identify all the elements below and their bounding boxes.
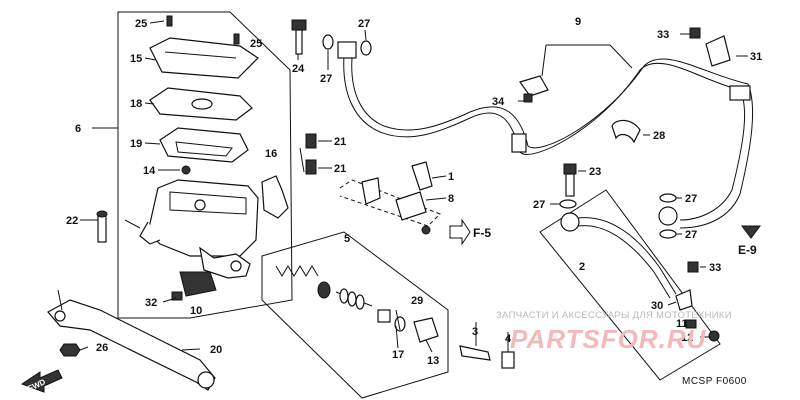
callout-3: 3 — [472, 326, 478, 338]
callout-24: 24 — [292, 63, 305, 75]
joint-4 — [501, 351, 515, 369]
callout-33b: 33 — [709, 262, 721, 274]
clutch-hose — [337, 41, 754, 229]
bracket-8 — [361, 177, 431, 235]
reservoir-cap — [149, 37, 259, 79]
callout-19: 19 — [130, 138, 142, 150]
callout-30: 30 — [651, 300, 663, 312]
holder-16 — [261, 175, 289, 219]
callout-15: 15 — [130, 53, 142, 65]
reference-arrow-e9 — [741, 225, 761, 239]
callout-10: 10 — [190, 305, 202, 317]
clamp-31 — [705, 35, 731, 67]
callout-9: 9 — [575, 16, 581, 28]
callout-18: 18 — [130, 98, 142, 110]
forward-arrow — [20, 369, 63, 393]
clutch-switch — [171, 271, 217, 301]
bolt-21b — [305, 159, 317, 175]
ref-f5: F-5 — [473, 226, 491, 240]
callout-8: 8 — [448, 193, 454, 205]
screw-25a — [166, 15, 173, 27]
callout-23: 23 — [589, 166, 601, 178]
callout-21b: 21 — [334, 163, 346, 175]
callout-27b: 27 — [358, 18, 370, 30]
callout-16: 16 — [265, 148, 277, 160]
bolt-33a — [689, 27, 701, 39]
callout-17: 17 — [392, 349, 404, 361]
bracket-30 — [675, 289, 693, 311]
clamp-34 — [519, 75, 549, 103]
callout-5: 5 — [344, 233, 350, 245]
washer-17 — [377, 309, 391, 323]
callout-4: 4 — [505, 333, 512, 345]
bracket-1 — [395, 161, 433, 221]
nut-26 — [59, 343, 81, 357]
callout-34: 34 — [492, 96, 505, 108]
diaphragm — [159, 127, 249, 163]
group-outline-5 — [261, 231, 449, 399]
watermark-brand: PARTSFOR.RU — [510, 324, 707, 354]
callout-21a: 21 — [334, 136, 346, 148]
callout-27a: 27 — [320, 73, 332, 85]
callout-27e: 27 — [685, 229, 697, 241]
bolt-21a — [299, 133, 317, 173]
callout-28: 28 — [653, 130, 665, 142]
nut-12 — [708, 330, 720, 342]
clip-14 — [181, 165, 191, 175]
callout-33a: 33 — [657, 29, 669, 41]
pivot-bolt-22 — [96, 210, 108, 243]
master-cylinder-body — [139, 179, 259, 279]
bolt-23 — [563, 163, 577, 197]
callout-31: 31 — [750, 51, 762, 63]
watermark-subtitle: ЗАПЧАСТИ И АКСЕССУАРЫ ДЛЯ МОТОТЕХНИКИ — [496, 310, 732, 321]
group-outline-2 — [539, 189, 721, 381]
bolt-11 — [685, 319, 697, 329]
callout-26: 26 — [96, 342, 108, 354]
callout-13: 13 — [427, 355, 439, 367]
diagram-code: MCSP F0600 — [682, 376, 747, 387]
callout-6: 6 — [75, 123, 81, 135]
callout-14: 14 — [143, 165, 156, 177]
callout-25b: 25 — [250, 38, 262, 50]
callout-29: 29 — [411, 295, 423, 307]
pushrod-3 — [459, 345, 491, 361]
callout-22: 22 — [66, 215, 78, 227]
clip-28 — [611, 119, 641, 144]
piston-cups — [317, 281, 373, 310]
circlip-29 — [394, 316, 406, 332]
group-outline-6 — [117, 11, 293, 319]
bolt-33b — [687, 261, 699, 273]
screw-25b — [233, 33, 240, 45]
callout-12: 12 — [681, 332, 693, 344]
boot-13 — [413, 317, 439, 343]
bracket-outline — [339, 179, 441, 227]
banjo-bolt-24 — [291, 19, 307, 55]
callout-11: 11 — [676, 318, 688, 330]
callout-2: 2 — [579, 261, 585, 273]
callout-25a: 25 — [135, 18, 147, 30]
callout-1: 1 — [448, 171, 454, 183]
washer-27a — [322, 34, 334, 50]
washer-27c — [559, 199, 577, 209]
washer-27d — [659, 193, 677, 203]
diaphragm-plate — [149, 87, 253, 121]
washer-27e — [659, 229, 677, 239]
washer-27b — [360, 40, 372, 56]
reference-arrow-f5 — [449, 218, 471, 246]
callout-20: 20 — [210, 344, 222, 356]
spring — [275, 265, 319, 277]
clutch-lever — [47, 299, 216, 391]
callout-27c: 27 — [533, 199, 545, 211]
pipe-2 — [560, 206, 678, 299]
callout-27d: 27 — [685, 193, 697, 205]
callout-32: 32 — [145, 297, 157, 309]
ref-e9: E-9 — [738, 243, 757, 257]
